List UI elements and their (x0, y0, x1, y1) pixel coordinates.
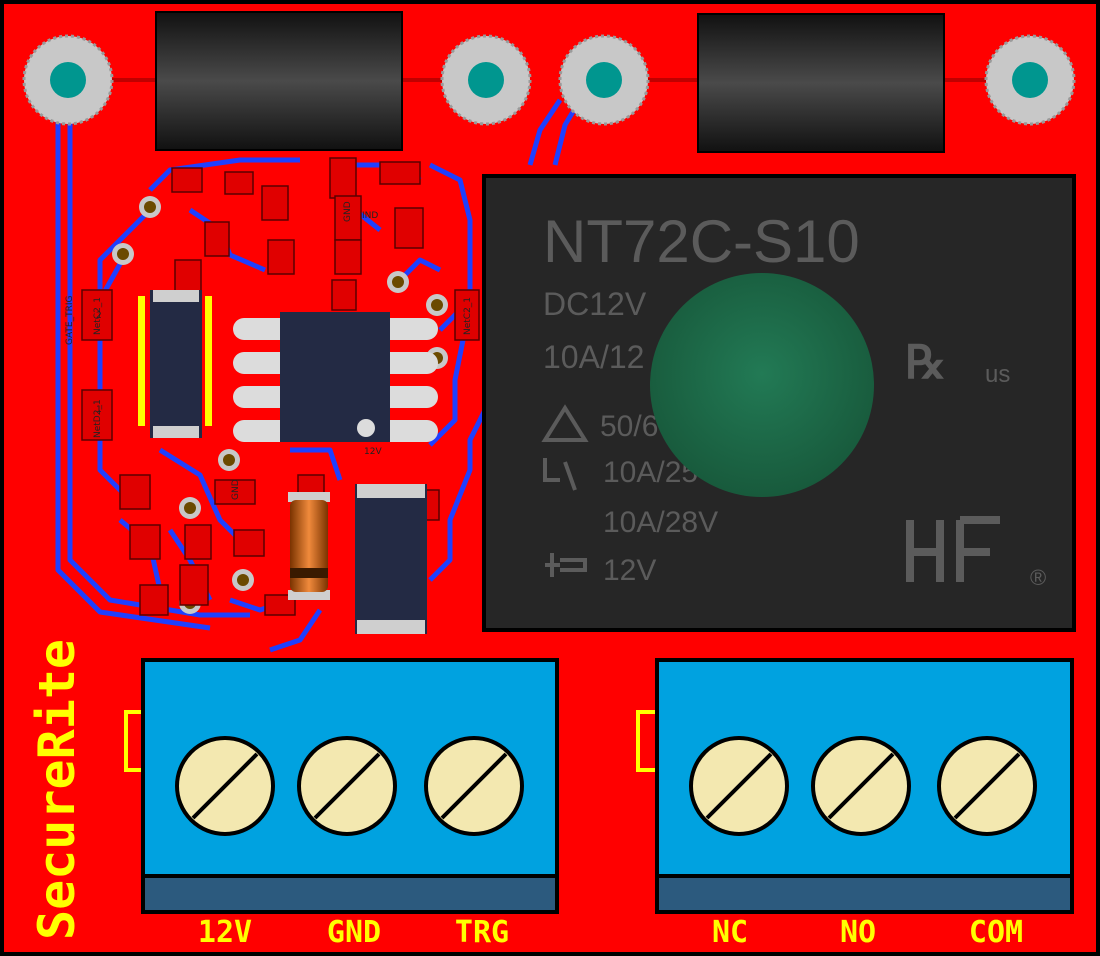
relay-coil-text: 12V (603, 554, 656, 587)
terminal-label-12v: 12V (198, 915, 252, 950)
terminal-label-com: COM (969, 915, 1023, 950)
contact-switch-icon (543, 458, 577, 491)
label-ind: IND (362, 211, 378, 221)
label-gnd-smd: GND (231, 479, 241, 500)
smd-designators: GATE_TRIG NetC2_1 NetD2_1 NetC2_1 GND GN… (65, 201, 473, 500)
relay-voltage-text: DC12V (543, 286, 647, 322)
axial-resistor-left (155, 11, 403, 151)
screw-com (937, 736, 1037, 836)
screw-trg (424, 736, 524, 836)
vias (112, 196, 448, 614)
relay-rating-2: 50/6 (600, 410, 658, 443)
ul-logo-icon: ℞ (905, 336, 946, 388)
label-gate-trig: GATE_TRIG (65, 295, 75, 345)
coil-icon (545, 553, 587, 577)
smd-passives (81, 157, 480, 616)
glass-diode (288, 492, 330, 600)
relay-rating-1: 10A/12 (543, 339, 644, 375)
screws (175, 736, 1037, 836)
smd-diode-bottom (355, 484, 427, 634)
screw-12v (175, 736, 275, 836)
terminal-label-nc: NC (712, 915, 748, 950)
relay-cover-sticker (650, 273, 874, 497)
screw-gnd (297, 736, 397, 836)
terminal-label-no: NO (840, 915, 876, 950)
label-pin-1: 1 (96, 405, 102, 415)
screw-nc (689, 736, 789, 836)
warning-triangle-icon (541, 404, 589, 442)
label-12v-smd: 12V (364, 447, 382, 457)
relay-reg-mark: ® (1030, 565, 1046, 590)
label-gnd-smd2: GND (343, 201, 353, 222)
relay-model-text: NT72C-S10 (543, 208, 860, 275)
terminal-label-gnd: GND (327, 915, 381, 950)
soic8-ic (233, 312, 438, 442)
label-netc2-right: NetC2_1 (463, 297, 473, 335)
terminal-label-trg: TRG (455, 915, 509, 950)
tht-pads (22, 34, 1076, 126)
brand-silkscreen: SecureRite (28, 639, 86, 940)
hf-logo-icon (906, 516, 1000, 582)
label-netd2: NetD2_1 (93, 399, 103, 438)
relay-rating-4: 10A/28V (603, 506, 718, 539)
relay-cert-text: us (985, 361, 1010, 388)
relay: NT72C-S10 DC12V 10A/12 50/6 10A/25 10A/2… (482, 174, 1076, 632)
label-netc2-left: NetC2_1 (93, 297, 103, 335)
screw-no (811, 736, 911, 836)
smd-diode-left (138, 290, 212, 438)
axial-resistor-right (697, 13, 945, 153)
label-pin-2: 2 (96, 311, 102, 321)
terminal-labels: 12V GND TRG NC NO COM (198, 915, 1023, 950)
